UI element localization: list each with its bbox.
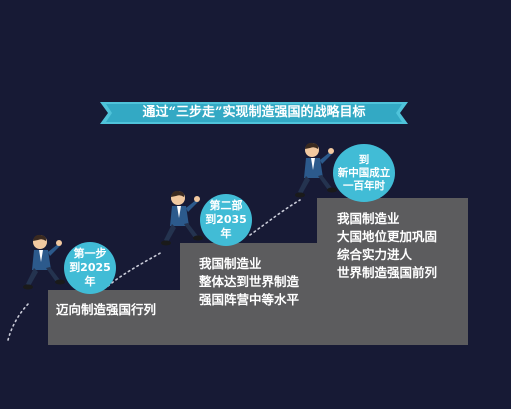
step-3-badge: 到 新中国成立 一百年时	[333, 144, 395, 202]
stair-step-1	[48, 290, 468, 345]
step-2-text: 我国制造业 整体达到世界制造 强国阵营中等水平	[199, 256, 300, 307]
businessman-icon	[161, 190, 203, 246]
step-1-badge: 第一步 到2025年	[64, 242, 116, 294]
step-2-badge: 第二部 到2035年	[200, 194, 252, 246]
banner-title: 通过“三步走”实现制造强国的战略目标	[142, 105, 366, 120]
step-3-text: 我国制造业 大国地位更加巩固 综合实力进人 世界制造强国前列	[337, 211, 438, 280]
stair-step-2	[180, 243, 468, 293]
businessman-icon	[23, 234, 65, 290]
stair-step-3	[317, 198, 468, 248]
title-banner	[100, 102, 408, 124]
step-1-text: 迈向制造强国行列	[56, 302, 157, 317]
businessman-icon	[295, 142, 337, 198]
